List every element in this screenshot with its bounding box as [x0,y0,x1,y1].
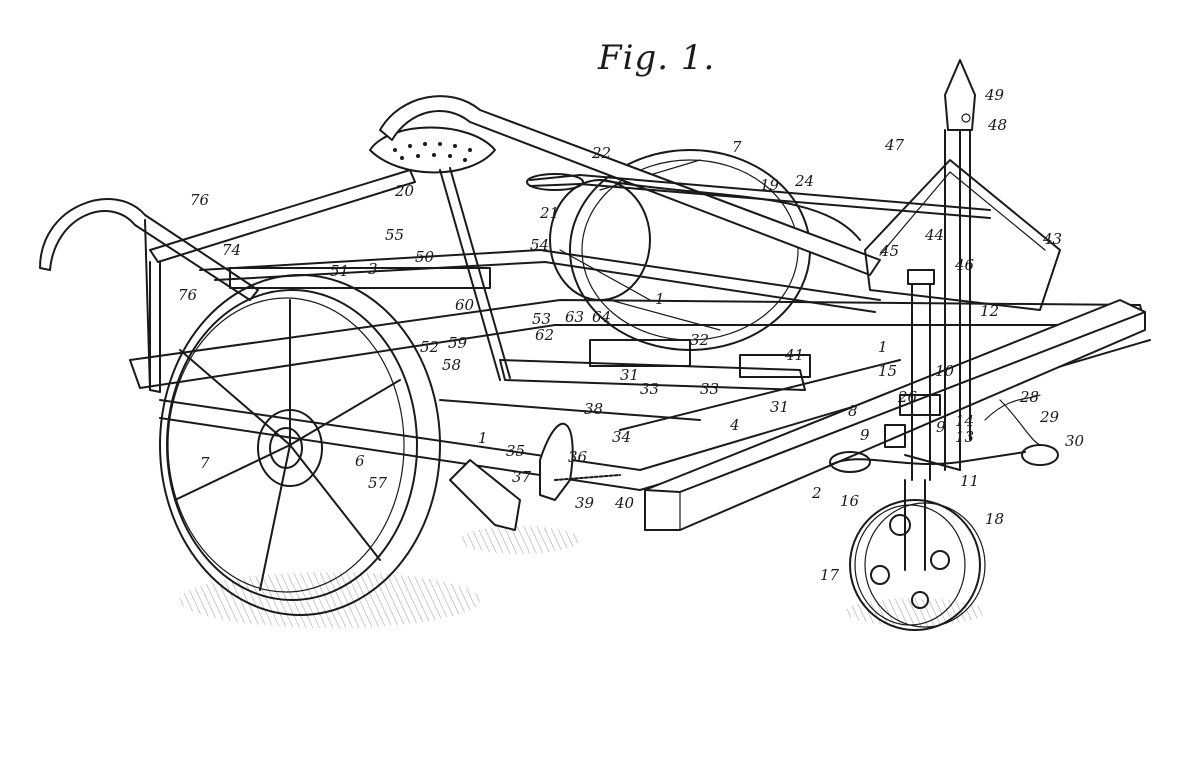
ground-shading [180,526,985,628]
numeral: 13 [955,428,974,446]
numeral: 16 [840,492,860,510]
numeral: 57 [368,474,388,492]
numeral: 12 [980,302,999,320]
numeral: 18 [985,510,1004,528]
numeral: 41 [784,346,804,364]
numeral: 59 [448,334,468,352]
cross-shaft [439,339,901,431]
numeral: 54 [530,236,549,254]
numeral: 76 [190,191,210,209]
steering-post [884,269,961,481]
numeral: 28 [1019,388,1039,406]
draw-handle [39,198,259,391]
numeral: 10 [935,362,955,380]
numeral: 49 [984,86,1005,104]
numeral: 35 [506,442,525,460]
numeral: 9 [936,418,946,436]
upper-arch [379,95,881,276]
rear-rail [149,169,416,393]
reference-numerals: 1 1 1 2 3 4 6 7 7 8 9 9 10 11 12 13 14 1… [178,86,1085,584]
numeral: 44 [924,226,944,244]
numeral: 39 [575,494,595,512]
numeral: 14 [955,412,974,430]
numeral: 9 [860,426,870,444]
numeral: 20 [394,182,415,200]
numeral: 36 [568,448,588,466]
upright-standard [944,59,976,471]
numeral: 50 [415,248,435,266]
numeral: 3 [368,260,378,278]
numeral: 64 [592,308,611,326]
numeral: 74 [222,241,241,259]
numeral: 38 [584,400,603,418]
front-wheel [849,479,986,631]
numeral: 55 [385,226,404,244]
numeral: 31 [770,398,789,416]
numeral: 7 [732,138,742,156]
numeral: 6 [355,452,365,470]
numeral: 62 [535,326,554,344]
numeral: 76 [178,286,198,304]
numeral: 7 [200,454,210,472]
numeral: 33 [700,380,719,398]
front-beam [644,299,1146,531]
numeral: 46 [954,256,975,274]
cutter-blade [449,422,621,531]
numeral: 52 [420,338,439,356]
numeral: 2 [811,484,822,502]
numeral: 24 [794,172,814,190]
numeral: 8 [848,402,858,420]
seat [369,126,511,381]
numeral: 47 [884,136,905,154]
numeral: 60 [455,296,475,314]
numeral: 11 [960,472,979,490]
numeral: 1 [655,290,665,308]
numeral: 51 [330,262,349,280]
numeral: 58 [442,356,461,374]
numeral: 17 [820,566,840,584]
numeral: 19 [760,176,780,194]
guide-frame [864,159,1061,311]
numeral: 40 [614,494,635,512]
hitch-chain [829,394,1059,473]
numeral: 34 [612,428,631,446]
numeral: 43 [1042,230,1062,248]
rear-wheel [159,274,441,616]
numeral: 21 [539,204,559,222]
numeral: 45 [879,242,899,260]
numeral: 15 [878,362,897,380]
numeral: 1 [478,429,488,447]
numeral: 32 [690,331,709,349]
numeral: 63 [565,308,584,326]
numeral: 4 [729,416,740,434]
numeral: 37 [512,468,532,486]
numeral: 53 [532,310,551,328]
numeral: 26 [897,388,918,406]
numeral: 1 [878,338,888,356]
numeral: 29 [1039,408,1060,426]
numeral: 33 [640,380,659,398]
numeral: 30 [1065,432,1085,450]
control-lever [526,173,991,241]
numeral: 48 [987,116,1007,134]
numeral: 31 [620,366,639,384]
figure-title: Fig. 1. [598,38,716,78]
numeral: 22 [591,144,611,162]
